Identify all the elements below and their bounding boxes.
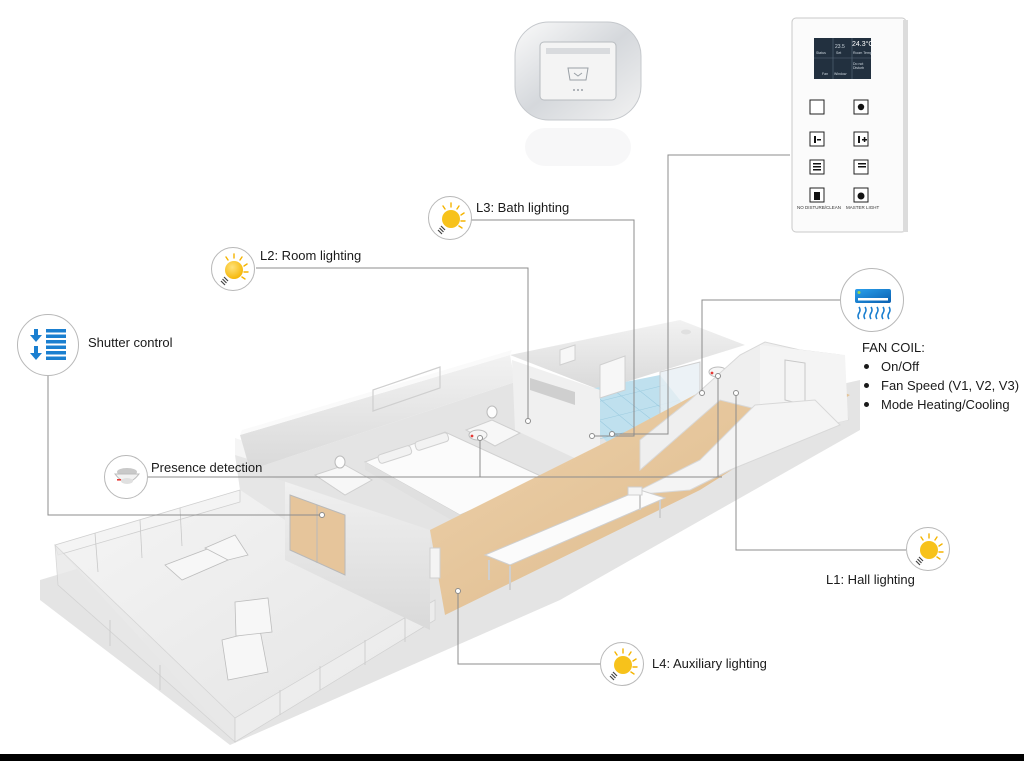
label-room-lighting: L2: Room lighting	[260, 248, 362, 263]
light-bulb-icon	[609, 648, 638, 681]
panel-label-set: Set	[836, 51, 842, 55]
leader-shutter	[47, 362, 322, 516]
anchor-dot	[715, 373, 721, 379]
bottom-bar	[0, 754, 1024, 761]
anchor-dot	[455, 588, 461, 594]
leader-l1	[735, 393, 906, 551]
panel-caption-no-disturb: NO DISTURB/CLEAN	[797, 205, 842, 210]
callout-room-lighting	[211, 247, 255, 291]
label-shutter-control: Shutter control	[88, 335, 173, 350]
fan-coil-feature: On/Off	[863, 357, 1019, 376]
leader-l2	[256, 267, 529, 421]
fan-coil-feature: Fan Speed (V1, V2, V3)	[863, 378, 1020, 393]
callout-bath-lighting	[428, 196, 472, 240]
callout-presence	[104, 455, 148, 499]
anchor-dot	[589, 433, 595, 439]
callout-auxiliary-lighting	[600, 642, 644, 686]
terrace	[54, 489, 436, 743]
leader-l4	[457, 591, 600, 665]
panel-label-room-temp: Room Temp	[853, 51, 872, 55]
leader-lines	[47, 154, 906, 665]
presence-sensor-icon	[113, 468, 141, 484]
label-bath-lighting: L3: Bath lighting	[476, 200, 570, 215]
room-control-panel	[791, 17, 908, 233]
light-bulb-icon	[220, 253, 249, 286]
anchor-dot	[525, 418, 531, 424]
light-bulb-icon	[437, 202, 466, 235]
panel-label-dnd: Do not Disturb	[853, 62, 865, 70]
panel-setpoint: 23.5	[835, 44, 845, 50]
callout-shutter	[17, 314, 79, 376]
label-presence-detection: Presence detection	[151, 460, 263, 475]
anchor-dot	[477, 435, 483, 441]
shutter-icon	[30, 329, 66, 360]
panel-caption-master-light: MASTER LIGHT	[846, 205, 880, 210]
card-key-switch	[514, 21, 642, 166]
anchor-dot	[319, 512, 325, 518]
leader-fancoil	[701, 299, 840, 393]
leader-panel	[612, 154, 790, 435]
hallway	[429, 341, 850, 615]
panel-temperature: 24.3°C	[852, 41, 874, 48]
callout-hall-lighting	[906, 527, 950, 571]
label-hall-lighting: L1: Hall lighting	[826, 572, 915, 587]
fan-coil-title: FAN COIL:	[862, 340, 925, 355]
panel-label-window: Window	[834, 72, 847, 76]
panel-label-status: Status	[816, 51, 826, 55]
fan-coil-feature: Mode Heating/Cooling	[863, 395, 1019, 414]
label-auxiliary-lighting: L4: Auxiliary lighting	[652, 656, 767, 671]
air-conditioner-icon	[855, 289, 891, 320]
panel-label-fan: Fan	[822, 72, 829, 76]
callout-fan-coil	[840, 268, 904, 332]
panel-display: 24.3°C 23.5 Status Set Room Temp Fan Win…	[814, 38, 874, 79]
anchor-dot	[609, 431, 615, 437]
light-bulb-icon	[915, 533, 944, 566]
anchor-dot	[699, 390, 705, 396]
fan-coil-feature-list: FAN COIL: On/Off Fan Speed (V1, V2, V3) …	[861, 338, 1019, 414]
anchor-dot	[733, 390, 739, 396]
